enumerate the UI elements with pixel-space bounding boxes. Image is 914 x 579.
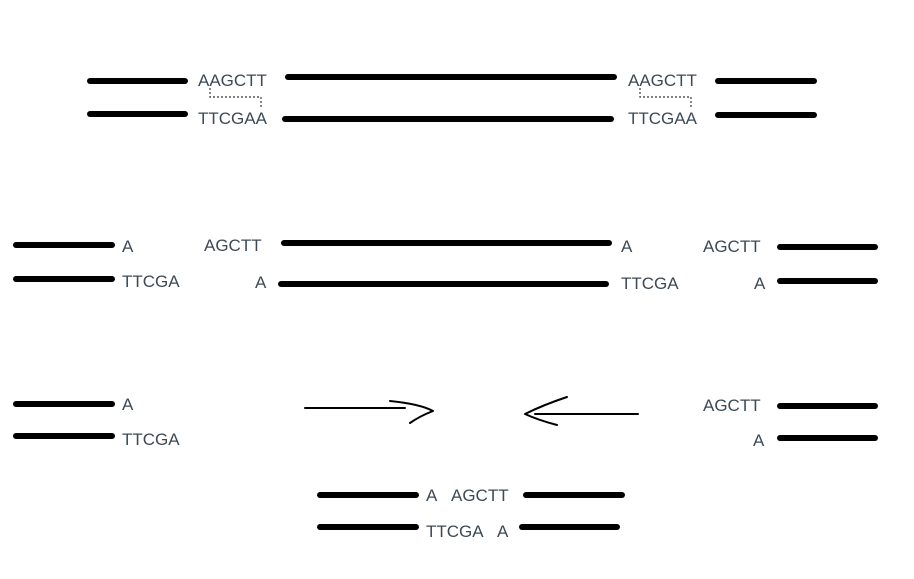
right-fragment-bottom-seq: A [753, 431, 765, 450]
right-fragment-top-seq: AGCTT [703, 396, 761, 415]
site-left-top-seq: AAGCTT [198, 71, 267, 90]
ligated-top-seq-b: AGCTT [451, 486, 509, 505]
ligated-top-seq-a: A [426, 486, 438, 505]
right-bottom-overhang-b: A [754, 274, 766, 293]
stage-2-cut-dna: A AGCTT TTCGA A A AGCTT TTCGA A [13, 236, 878, 293]
cut-line-left [209, 88, 262, 108]
left-bottom-overhang-a: TTCGA [122, 272, 180, 291]
site-left-bottom-seq: TTCGAA [198, 109, 268, 128]
cut-line-right [639, 88, 692, 108]
arrow-right-icon [304, 400, 434, 424]
ligated-bottom-seq-b: A [497, 522, 509, 541]
arrow-left-icon [524, 396, 639, 426]
ligated-bottom-seq-a: TTCGA [426, 522, 484, 541]
left-fragment-top-seq: A [122, 395, 134, 414]
stage-3-fragments-join: A TTCGA AGCTT A [13, 395, 878, 450]
stage-4-ligated-dna: A AGCTT TTCGA A [317, 486, 625, 541]
right-top-overhang-a: A [621, 237, 633, 256]
site-right-top-seq: AAGCTT [628, 71, 697, 90]
left-bottom-overhang-b: A [255, 273, 267, 292]
site-right-bottom-seq: TTCGAA [628, 109, 698, 128]
left-top-overhang-b: AGCTT [204, 236, 262, 255]
stage-1-intact-dna: AAGCTT TTCGAA AAGCTT TTCGAA [87, 71, 817, 128]
left-fragment-bottom-seq: TTCGA [122, 430, 180, 449]
right-bottom-overhang-a: TTCGA [621, 274, 679, 293]
right-top-overhang-b: AGCTT [703, 237, 761, 256]
left-top-overhang-a: A [122, 237, 134, 256]
